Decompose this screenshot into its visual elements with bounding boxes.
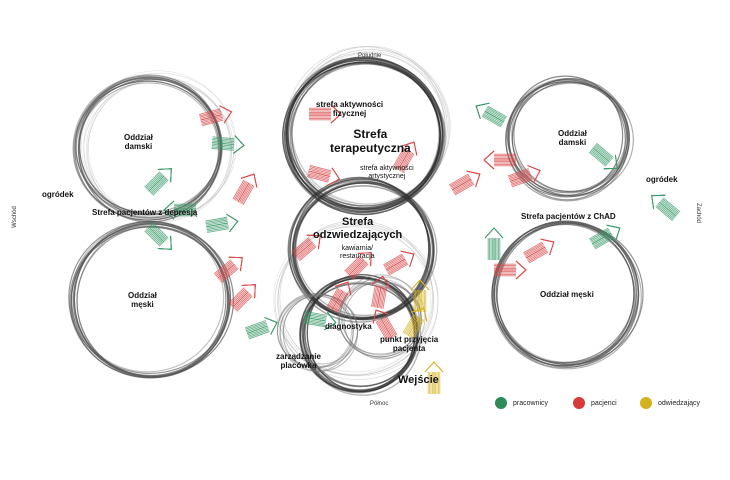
admin-label: zarządzanie placówką xyxy=(276,352,321,371)
flow-arrow-31 xyxy=(402,307,428,339)
left-zone-label: Strefa pacjentów z depresją xyxy=(92,208,198,217)
right-zone-label: Strefa pacjentów z ChAD xyxy=(521,212,616,221)
flow-arrow-20 xyxy=(484,227,504,260)
right-garden-label: ogródek xyxy=(646,175,678,184)
flow-arrow-27 xyxy=(371,275,391,309)
left-ward-women-label: Oddział damski xyxy=(124,133,153,152)
ring-admin xyxy=(276,292,359,372)
flow-arrow-4 xyxy=(163,200,196,220)
flow-arrow-9 xyxy=(244,317,278,340)
flow-arrow-0 xyxy=(198,105,233,127)
cafe-label: kawiarnia/ restauracja xyxy=(340,245,375,261)
flow-arrow-2 xyxy=(144,168,172,196)
ring-therapy xyxy=(281,56,446,216)
diagnostics-label: diagnostyka xyxy=(325,322,372,331)
flow-arrow-16 xyxy=(507,165,541,188)
ring-entrance xyxy=(299,273,422,396)
flow-arrow-23 xyxy=(291,234,321,262)
legend-patients: pacjenci xyxy=(573,397,617,409)
flow-arrow-32 xyxy=(424,361,444,394)
direction-east: Wschód xyxy=(11,206,18,228)
therapy-zone-label: Strefa terapeutyczna xyxy=(330,127,411,155)
legend-staff: pracownicy xyxy=(495,397,548,409)
flow-arrow-30 xyxy=(372,309,398,341)
entrance-label: Wejście xyxy=(398,374,439,386)
flow-arrow-14 xyxy=(475,102,507,128)
left-garden-label: ogródek xyxy=(42,190,74,199)
legend-visitors-label: odwiedzający xyxy=(658,399,701,407)
flow-arrow-6 xyxy=(144,222,172,250)
ring-right-women xyxy=(505,75,634,202)
direction-west: Zachód xyxy=(695,202,702,224)
legend-visitors: odwiedzający xyxy=(640,397,700,409)
flow-arrow-7 xyxy=(213,256,243,284)
flow-arrow-21 xyxy=(523,238,555,264)
flow-arrow-8 xyxy=(228,284,256,312)
flow-arrow-5 xyxy=(205,213,239,233)
flow-arrow-13 xyxy=(449,170,481,196)
direction-north: Północ xyxy=(370,401,389,407)
flow-arrow-19 xyxy=(589,224,621,250)
admission-label: punkt przyjęcia pacjenta xyxy=(380,335,439,354)
center-bottom-halo xyxy=(273,220,439,381)
flow-arrow-25 xyxy=(383,250,415,276)
flow-arrow-10 xyxy=(309,104,342,124)
legend-patients-label: pacjenci xyxy=(591,399,617,407)
right-ward-women-label: Oddział damski xyxy=(558,129,587,148)
flow-arrow-26 xyxy=(326,281,352,313)
legend-staff-label: pracownicy xyxy=(513,399,549,407)
left-ward-men-label: Oddział męski xyxy=(128,291,157,310)
visitors-zone-label: Strefa odzwiedzających xyxy=(313,216,403,241)
flow-arrow-17 xyxy=(588,142,618,170)
direction-south: Południe xyxy=(358,53,382,59)
ring-right-men xyxy=(491,220,644,370)
legend-visitors-swatch xyxy=(640,397,652,409)
flow-arrow-22 xyxy=(494,260,527,280)
flow-arrow-15 xyxy=(483,150,516,170)
right-ward-men-label: Oddział męski xyxy=(540,290,594,299)
flow-arrow-11 xyxy=(306,164,341,186)
legend-patients-swatch xyxy=(573,397,585,409)
physical-activity-label: strefa aktywności fizycznej xyxy=(316,100,384,119)
flow-arrow-1 xyxy=(211,135,245,154)
legend-staff-swatch xyxy=(495,397,507,409)
artistic-activity-label: strefa aktywności artystycznej xyxy=(360,165,414,181)
flow-arrow-18 xyxy=(651,194,681,222)
flow-arrow-12 xyxy=(392,141,418,173)
flow-arrow-24 xyxy=(344,252,372,280)
flow-arrow-29 xyxy=(303,311,337,331)
flow-arrow-3 xyxy=(232,173,258,205)
